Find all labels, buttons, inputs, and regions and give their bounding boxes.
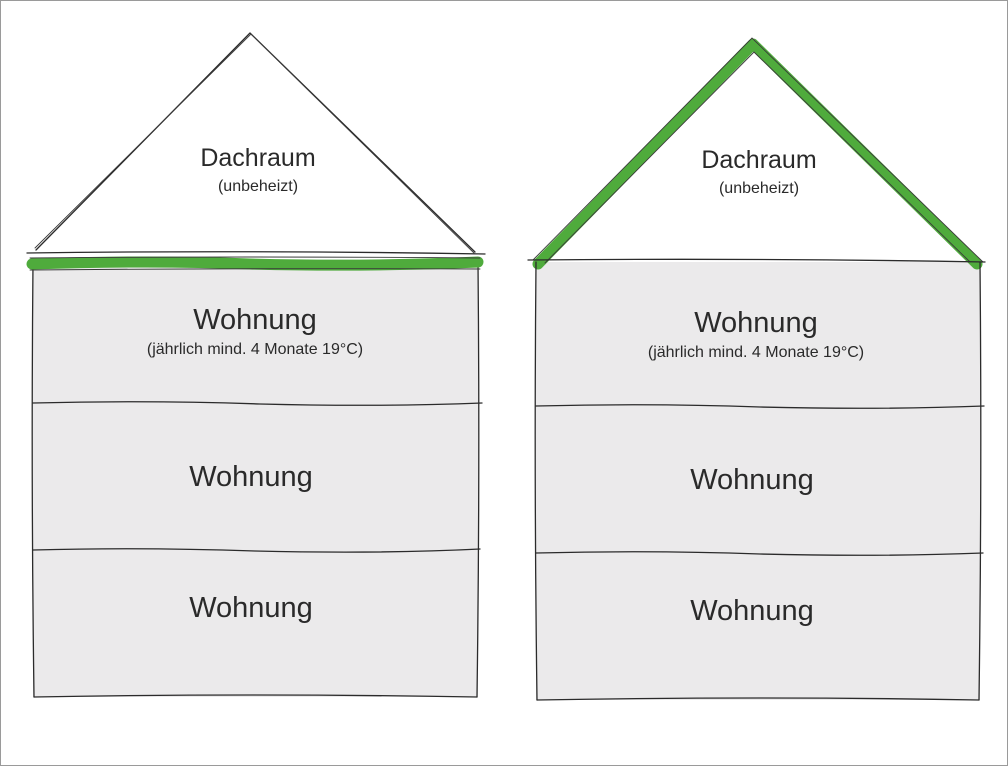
house-right-base-line (536, 697, 980, 701)
house-right-floor-separator-2 (535, 551, 984, 556)
house-left-building-fill (33, 262, 478, 697)
house-right: Dachraum (unbeheizt) Wohnung (jährlich m… (527, 37, 986, 701)
house-left-attic-label: Dachraum (200, 144, 315, 172)
house-right-roof-outline-inner (544, 51, 971, 264)
house-left-attic-floor-line (26, 251, 486, 255)
house-left-insulation-edge-bottom (29, 268, 481, 271)
house-right-attic-sublabel: (unbeheizt) (719, 180, 799, 197)
house-right-floor-1-sublabel: (jährlich mind. 4 Monate 19°C) (648, 344, 864, 361)
house-right-insulation-roof (532, 38, 983, 270)
house-right-floor-2-label: Wohnung (690, 464, 814, 496)
house-left-floor-2-label: Wohnung (189, 461, 313, 493)
house-left-insulation-edge (29, 256, 481, 259)
house-left-floor-1-sublabel: (jährlich mind. 4 Monate 19°C) (147, 341, 363, 358)
house-right-wall-left (534, 261, 538, 701)
house-right-floor-separator-1 (535, 404, 985, 409)
house-left-base-line (33, 694, 478, 698)
house-right-attic-floor-line (527, 258, 986, 263)
house-right-building-fill (536, 262, 980, 700)
house-left-roof-outline-second-stroke (34, 33, 475, 254)
house-right-floor-3-label: Wohnung (690, 595, 814, 627)
house-left-floor-separator-2 (32, 548, 481, 553)
house-left-insulation-ceiling (26, 256, 484, 271)
house-left-wall-right (476, 261, 480, 698)
house-left-attic-sublabel: (unbeheizt) (218, 178, 298, 195)
house-right-wall-right (978, 261, 982, 701)
house-right-attic-label: Dachraum (701, 146, 816, 174)
house-left-roof-outline (35, 32, 476, 253)
house-left-wall-left (31, 261, 35, 698)
house-left: Dachraum (unbeheizt) Wohnung (jährlich m… (26, 32, 486, 698)
house-right-floor-1-label: Wohnung (694, 307, 818, 339)
house-right-roof-outline (532, 37, 984, 263)
house-left-floor-1-label: Wohnung (193, 304, 317, 336)
house-left-floor-3-label: Wohnung (189, 592, 313, 624)
house-left-floor-separator-1 (32, 401, 483, 406)
